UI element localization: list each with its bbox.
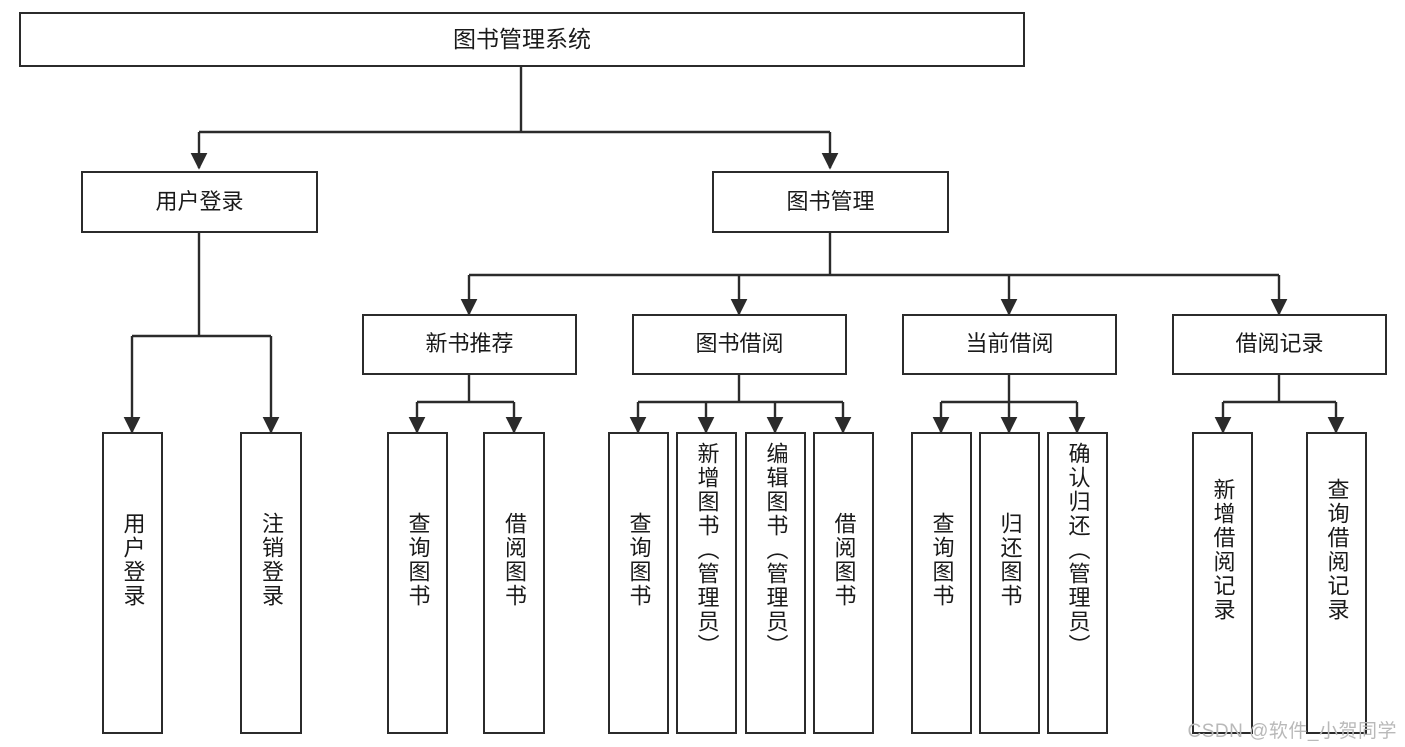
node-leaf-query-record[interactable]: 查询借阅记录 [1306,432,1367,734]
node-leaf-user-logout[interactable]: 注销登录 [240,432,302,734]
node-leaf-user-login[interactable]: 用户登录 [102,432,163,734]
node-leaf-edit-book[interactable]: 编辑图书（管理员） [745,432,806,734]
node-current-borrow[interactable]: 当前借阅 [902,314,1117,375]
node-book-manage-label: 图书管理 [786,188,875,214]
node-leaf-borrow-book-2[interactable]: 借阅图书 [813,432,874,734]
node-leaf-user-login-label: 用户登录 [120,512,146,608]
node-leaf-query-book-3-label: 查询图书 [929,512,955,608]
node-leaf-borrow-book-1[interactable]: 借阅图书 [483,432,545,734]
node-leaf-borrow-book-1-label: 借阅图书 [502,512,527,608]
node-leaf-borrow-book-2-label: 借阅图书 [831,512,857,608]
node-leaf-return-book-label: 归还图书 [997,512,1023,608]
node-leaf-query-record-label: 查询借阅记录 [1324,478,1350,622]
node-leaf-add-book-label: 新增图书（管理员） [694,442,720,658]
node-leaf-add-record[interactable]: 新增借阅记录 [1192,432,1253,734]
node-book-borrow-label: 图书借阅 [695,331,784,357]
node-root-label: 图书管理系统 [453,25,591,52]
node-leaf-query-book-1-label: 查询图书 [405,512,431,608]
node-book-manage[interactable]: 图书管理 [712,171,949,233]
node-user-login-label: 用户登录 [155,188,244,214]
watermark-text: CSDN @软件_小贺同学 [1187,721,1397,742]
node-leaf-user-logout-label: 注销登录 [259,512,284,608]
node-leaf-return-book[interactable]: 归还图书 [979,432,1040,734]
node-borrow-record-label: 借阅记录 [1235,331,1324,357]
node-current-borrow-label: 当前借阅 [965,331,1054,357]
node-user-login[interactable]: 用户登录 [81,171,318,233]
node-leaf-query-book-3[interactable]: 查询图书 [911,432,972,734]
node-leaf-edit-book-label: 编辑图书（管理员） [763,442,789,658]
node-leaf-add-record-label: 新增借阅记录 [1210,478,1236,622]
node-new-book-rec-label: 新书推荐 [425,331,514,357]
node-leaf-confirm-return[interactable]: 确认归还（管理员） [1047,432,1108,734]
node-leaf-confirm-return-label: 确认归还（管理员） [1065,442,1091,658]
node-leaf-add-book[interactable]: 新增图书（管理员） [676,432,737,734]
node-leaf-query-book-2-label: 查询图书 [626,512,652,608]
node-leaf-query-book-2[interactable]: 查询图书 [608,432,669,734]
node-root[interactable]: 图书管理系统 [19,12,1025,67]
node-leaf-query-book-1[interactable]: 查询图书 [387,432,448,734]
node-book-borrow[interactable]: 图书借阅 [632,314,847,375]
node-new-book-rec[interactable]: 新书推荐 [362,314,577,375]
node-borrow-record[interactable]: 借阅记录 [1172,314,1387,375]
